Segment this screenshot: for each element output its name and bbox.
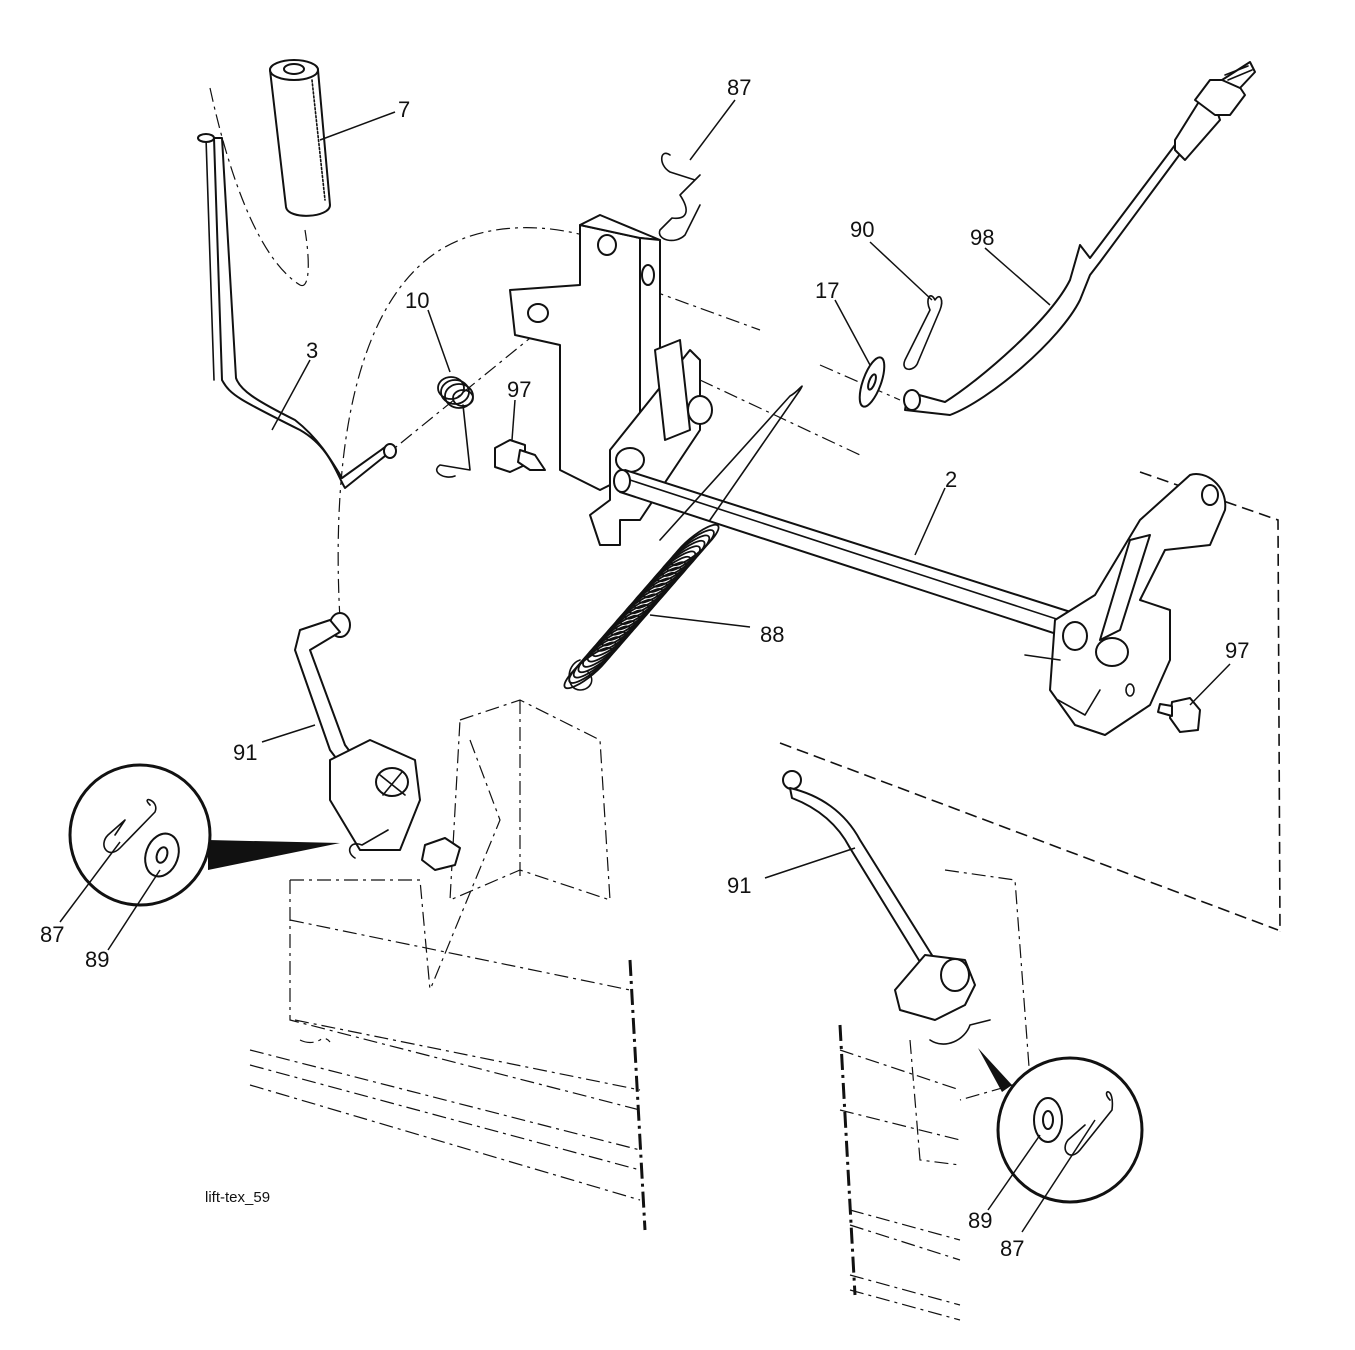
deck-phantom-outline-right (839, 869, 1031, 1321)
spring-coil (624, 577, 673, 620)
callout-7: 7 (398, 97, 410, 122)
spring-coil (651, 545, 701, 588)
lever-grip (269, 59, 331, 217)
spring-coil (577, 630, 627, 674)
callout-88: 88 (760, 622, 784, 647)
grip-install-line (209, 87, 309, 287)
shoulder-bolt-97-right (1157, 697, 1201, 733)
spring-coil (637, 561, 687, 604)
lever-to-link-line (337, 227, 601, 621)
hairpin-clip-90 (903, 295, 943, 371)
spring-coil (665, 529, 715, 572)
hanger-axis-line-a (649, 289, 761, 331)
spring-axis-line (379, 329, 541, 461)
spring-coil (642, 555, 692, 599)
lift-arm-bracket (1024, 473, 1227, 736)
deck-phantom-outline-left (249, 699, 641, 1201)
flat-washer-17 (858, 356, 886, 408)
callout-98: 98 (970, 225, 994, 250)
torsion-spring-10 (435, 376, 474, 478)
callout-labels: 7 87 90 98 17 10 3 97 2 88 97 91 87 89 9… (40, 75, 1249, 1261)
spring-coil (591, 614, 641, 658)
lift-shaft (613, 469, 1081, 641)
leader-lines (59, 99, 1231, 1233)
callout-17: 17 (815, 278, 839, 303)
hairpin-clip-87-detail-left (103, 798, 157, 854)
assembly-boundary-lower (779, 742, 1279, 931)
callout-3: 3 (306, 338, 318, 363)
figure-id: lift-tex_59 (205, 1189, 270, 1206)
spring-coil (596, 609, 646, 652)
callout-89-right: 89 (968, 1208, 992, 1233)
spring-coil (600, 604, 650, 647)
callout-97-right: 97 (1225, 638, 1249, 663)
detail-callout-left (68, 763, 340, 907)
spring-coil (614, 588, 664, 631)
spring-coil (586, 620, 636, 663)
spring-coil (656, 539, 706, 583)
spring-coil (582, 625, 632, 668)
lift-link-91-left (294, 612, 461, 871)
spring-coil (605, 598, 655, 642)
detail-callout-right (978, 1048, 1144, 1204)
spring-coil (563, 646, 613, 690)
spring-coil (633, 566, 683, 609)
callout-87-right: 87 (1000, 1236, 1024, 1261)
callout-90: 90 (850, 217, 874, 242)
shoulder-bolt-97-top (494, 439, 546, 473)
assembly-boundary-upper (1139, 471, 1281, 933)
extension-spring-88 (563, 385, 803, 691)
spring-coil (572, 636, 622, 679)
deck-centerline-right (838, 1024, 857, 1296)
hairpin-clip-87-top (658, 152, 701, 242)
callout-87-left: 87 (40, 922, 64, 947)
callout-97-top: 97 (507, 377, 531, 402)
spring-coil (568, 641, 618, 684)
spring-coil (670, 523, 720, 567)
callout-10: 10 (405, 288, 429, 313)
hairpin-clip-87-detail-right (1064, 1091, 1114, 1156)
callout-91-right: 91 (727, 873, 751, 898)
spring-coil (628, 571, 678, 615)
deck-centerline-left (628, 959, 647, 1231)
lift-link-91-right (782, 770, 991, 1045)
pivot-hanger-bracket (509, 214, 713, 546)
callout-91-left: 91 (233, 740, 257, 765)
callout-87-top: 87 (727, 75, 751, 100)
spring-coil (647, 550, 697, 593)
spring-coil (610, 593, 659, 636)
spring-coil (661, 534, 711, 577)
lift-link-rod (903, 61, 1256, 416)
callout-89-left: 89 (85, 947, 109, 972)
spring-coil (619, 582, 669, 625)
lift-lever (197, 133, 397, 489)
callout-2: 2 (945, 467, 957, 492)
